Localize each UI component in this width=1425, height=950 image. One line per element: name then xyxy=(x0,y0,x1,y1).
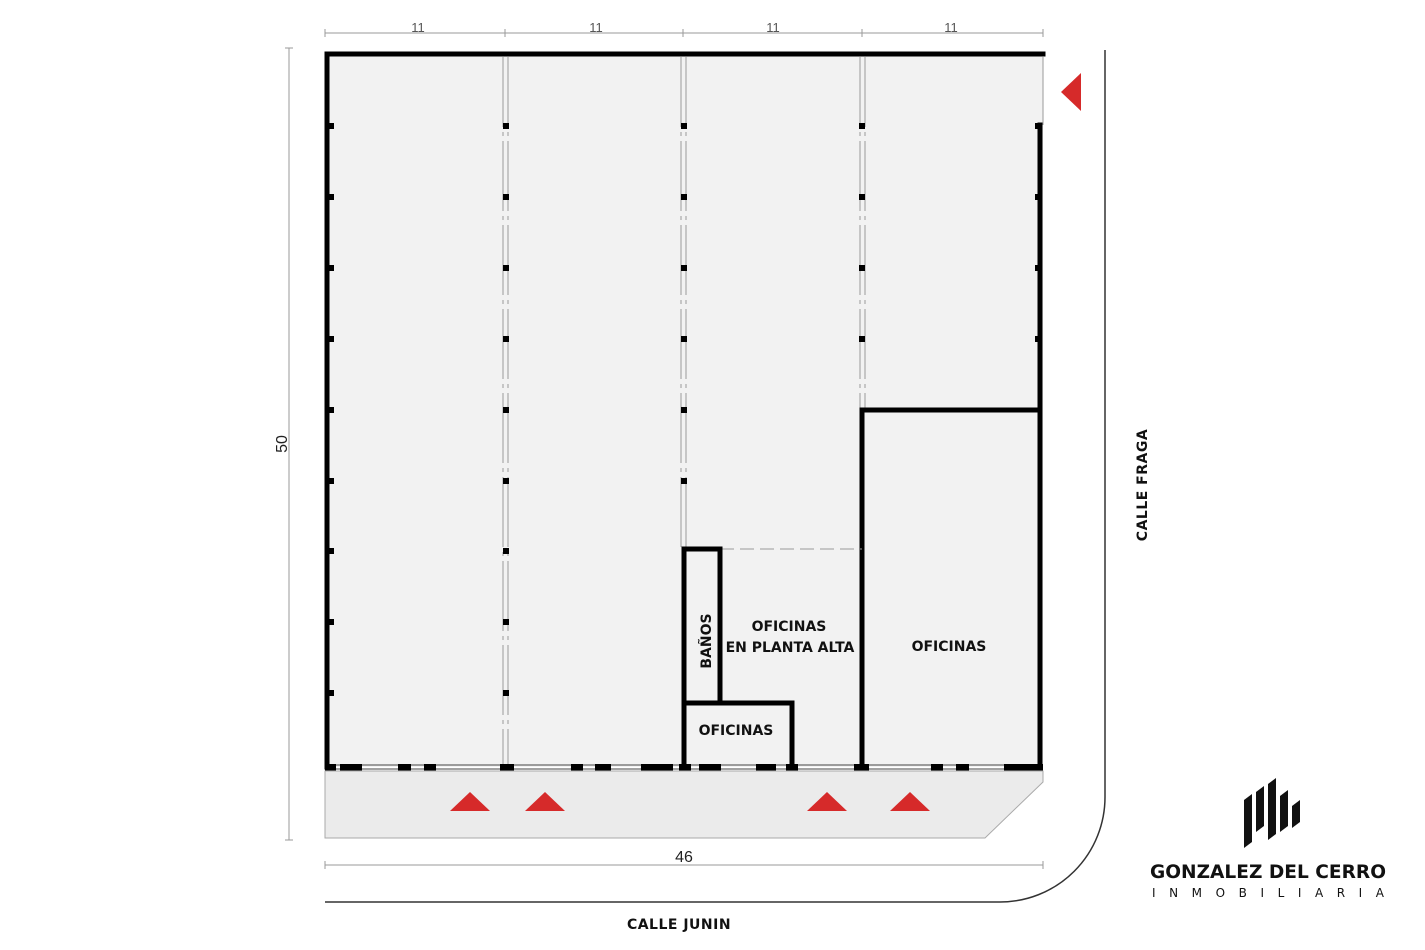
brand-name: GONZALEZ DEL CERRO xyxy=(1150,861,1386,883)
front-wall-segment xyxy=(398,764,411,771)
street-side-label: CALLE FRAGA xyxy=(1135,429,1151,541)
column-marker xyxy=(859,336,865,342)
entrance-triangle-icon xyxy=(450,792,490,811)
bathrooms-label: BAÑOS xyxy=(698,613,715,668)
column-marker xyxy=(503,407,509,413)
top-segment-label: 11 xyxy=(944,20,958,35)
column-marker xyxy=(328,123,334,129)
column-marker xyxy=(328,194,334,200)
front-wall-segment xyxy=(340,764,362,771)
column-marker xyxy=(503,123,509,129)
street-front-label: CALLE JUNIN xyxy=(627,917,731,933)
entrance-triangle-icon xyxy=(807,792,847,811)
entrance-markers xyxy=(450,73,1081,811)
column-marker xyxy=(681,407,687,413)
column-marker xyxy=(328,336,334,342)
top-segment-label: 11 xyxy=(589,20,603,35)
column-marker xyxy=(859,123,865,129)
column-marker xyxy=(503,336,509,342)
column-marker xyxy=(681,123,687,129)
front-wall-segment xyxy=(1004,764,1043,771)
front-wall-segment xyxy=(500,764,514,771)
front-wall-segment xyxy=(956,764,969,771)
offices-main-label: OFICINAS xyxy=(912,639,987,655)
column-marker xyxy=(503,690,509,696)
column-marker xyxy=(503,619,509,625)
front-sidewalk xyxy=(324,770,1044,839)
front-wall-segment xyxy=(571,764,583,771)
perimeter-walls xyxy=(324,51,1046,770)
column-marker xyxy=(328,478,334,484)
front-wall-segment xyxy=(699,764,721,771)
column-marker xyxy=(859,265,865,271)
entrance-triangle-icon xyxy=(890,792,930,811)
column-marker xyxy=(328,690,334,696)
front-wall-segment xyxy=(931,764,943,771)
column-marker xyxy=(503,548,509,554)
frontage-label: 46 xyxy=(675,849,693,866)
offices-small-label: OFICINAS xyxy=(699,723,774,739)
column-marker xyxy=(328,265,334,271)
column-marker xyxy=(681,265,687,271)
column-marker xyxy=(681,194,687,200)
top-dimension: 11 11 11 11 xyxy=(324,20,1044,37)
front-wall-segment xyxy=(424,764,436,771)
bathrooms-walls xyxy=(681,546,723,770)
column-marker xyxy=(328,407,334,413)
front-wall-segment xyxy=(641,764,673,771)
brand-tagline: INMOBILIARIA xyxy=(1152,886,1385,900)
column-marker xyxy=(503,194,509,200)
column-marker xyxy=(328,548,334,554)
column-marker xyxy=(503,478,509,484)
frontage-dimension: 46 xyxy=(324,849,1044,869)
front-wall-segment xyxy=(756,764,776,771)
offices-small-walls xyxy=(681,700,795,770)
column-marker xyxy=(503,265,509,271)
depth-label: 50 xyxy=(274,435,291,453)
column-marker xyxy=(681,336,687,342)
offices-main-walls xyxy=(859,407,1043,770)
entrance-triangle-icon xyxy=(525,792,565,811)
depth-dimension: 50 xyxy=(274,47,293,841)
top-segment-label: 11 xyxy=(766,20,780,35)
upper-offices-label: OFICINAS xyxy=(752,619,827,635)
building-logo-icon xyxy=(1244,778,1300,848)
front-wall-segment xyxy=(325,764,336,771)
street-edge xyxy=(325,50,1106,903)
column-marker xyxy=(859,194,865,200)
entrance-triangle-icon xyxy=(1061,73,1081,111)
column-marker xyxy=(328,619,334,625)
top-segment-label: 11 xyxy=(411,20,425,35)
upper-offices-label: EN PLANTA ALTA xyxy=(726,640,855,656)
front-wall-segment xyxy=(595,764,611,771)
column-marker xyxy=(681,478,687,484)
